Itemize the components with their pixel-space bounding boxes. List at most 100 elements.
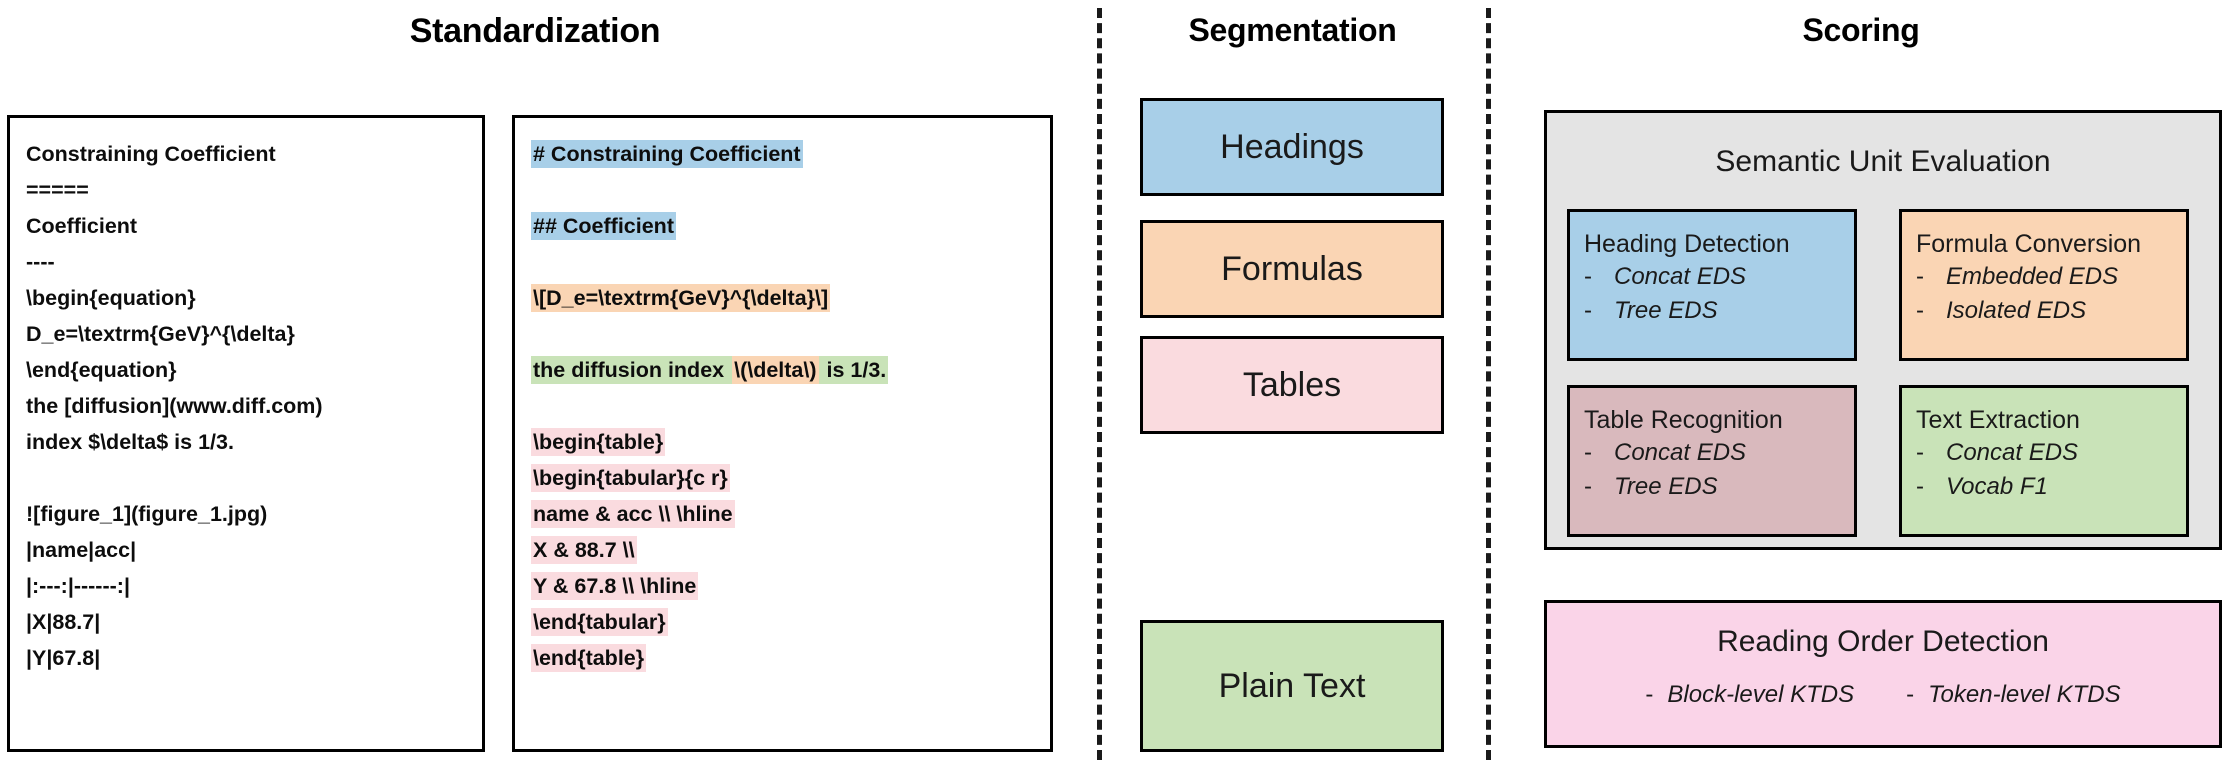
column-title-standardization: Standardization	[409, 12, 661, 50]
raw-document-text: Constraining Coefficient ===== Coefficient…	[10, 118, 482, 676]
score-card-bullet: - Concat EDS	[1584, 436, 1854, 470]
score-card-bullet: - Tree EDS	[1584, 294, 1854, 328]
markdown-line: the diffusion index \(\delta\) is 1/3.	[531, 352, 1050, 388]
score-card-table-recognition[interactable]: Table Recognition - Concat EDS - Tree ED…	[1567, 385, 1857, 537]
markdown-segment-table: \end{table}	[531, 644, 647, 672]
markdown-segment-heading: # Constraining Coefficient	[531, 140, 803, 168]
raw-line: |:---:|------:|	[26, 574, 130, 598]
score-card-bullet: - Concat EDS	[1584, 260, 1854, 294]
markdown-line: \begin{tabular}{c r}	[531, 460, 1050, 496]
markdown-line	[531, 316, 1050, 352]
raw-line: \end{equation}	[26, 358, 177, 382]
raw-line: |X|88.7|	[26, 610, 101, 634]
segmentation-box-formulas[interactable]: Formulas	[1140, 220, 1444, 318]
reading-order-detection-card[interactable]: Reading Order Detection -Block-level KTD…	[1544, 600, 2222, 748]
raw-line: \begin{equation}	[26, 286, 196, 310]
score-card-bullet-label: Vocab F1	[1946, 473, 2048, 500]
segmentation-label-plain-text: Plain Text	[1218, 666, 1366, 705]
score-card-bullet-label: Concat EDS	[1614, 439, 1747, 466]
segmentation-label-tables: Tables	[1242, 365, 1342, 404]
reading-order-bullet-label: Token-level KTDS	[1928, 681, 2121, 708]
raw-line: =====	[26, 178, 89, 202]
column-title-segmentation: Segmentation	[1188, 12, 1397, 48]
score-card-bullet-label: Isolated EDS	[1946, 297, 2087, 324]
score-card-bullet-label: Tree EDS	[1614, 297, 1718, 324]
raw-line: Coefficient	[26, 214, 138, 238]
bullet-dash-icon: -	[1916, 263, 1924, 290]
segmentation-box-headings[interactable]: Headings	[1140, 98, 1444, 196]
markdown-line	[531, 244, 1050, 280]
markdown-line: Y & 67.8 \\ \hline	[531, 568, 1050, 604]
markdown-segment-table: name & acc \\ \hline	[531, 500, 735, 528]
segmentation-box-plain-text[interactable]: Plain Text	[1140, 620, 1444, 752]
markdown-line: \[D_e=\textrm{GeV}^{\delta}\]	[531, 280, 1050, 316]
bullet-dash-icon: -	[1584, 439, 1592, 466]
score-card-heading-detection[interactable]: Heading Detection - Concat EDS - Tree ED…	[1567, 209, 1857, 361]
score-card-bullet: - Concat EDS	[1916, 436, 2186, 470]
markdown-line: \begin{table}	[531, 424, 1050, 460]
raw-document-panel: Constraining Coefficient ===== Coefficient…	[7, 115, 485, 752]
markdown-line: \end{table}	[531, 640, 1050, 676]
markdown-line	[531, 388, 1050, 424]
markdown-line: \end{tabular}	[531, 604, 1050, 640]
semantic-unit-evaluation-title: Semantic Unit Evaluation	[1715, 145, 2051, 178]
score-card-title: Formula Conversion	[1916, 230, 2142, 258]
segmentation-label-headings: Headings	[1220, 127, 1364, 166]
column-divider-left	[1097, 8, 1102, 760]
raw-line: ----	[26, 250, 55, 274]
markdown-segment-formula: \(\delta\)	[732, 356, 819, 384]
bullet-dash-icon: -	[1645, 681, 1654, 708]
raw-line: index $\delta$ is 1/3.	[26, 430, 234, 454]
markdown-segment-table: \end{tabular}	[531, 608, 668, 636]
markdown-line	[531, 172, 1050, 208]
markdown-segment-table: X & 88.7 \\	[531, 536, 637, 564]
standardized-markdown-panel: # Constraining Coefficient ## Coefficien…	[512, 115, 1053, 752]
markdown-segment-text: the diffusion index	[531, 356, 733, 384]
semantic-unit-evaluation-group: Semantic Unit Evaluation Heading Detecti…	[1544, 110, 2222, 550]
bullet-dash-icon: -	[1584, 473, 1592, 500]
segmentation-box-tables[interactable]: Tables	[1140, 336, 1444, 434]
bullet-dash-icon: -	[1916, 297, 1924, 324]
raw-line	[26, 460, 482, 496]
raw-line: the [diffusion](www.diff.com)	[26, 394, 323, 418]
score-card-bullet-label: Concat EDS	[1946, 439, 2079, 466]
score-card-bullet-label: Tree EDS	[1614, 473, 1718, 500]
reading-order-bullet-label: Block-level KTDS	[1667, 681, 1855, 708]
markdown-line: ## Coefficient	[531, 208, 1050, 244]
markdown-line: name & acc \\ \hline	[531, 496, 1050, 532]
reading-order-bullet: -Token-level KTDS	[1906, 681, 2121, 709]
raw-line: |name|acc|	[26, 538, 137, 562]
score-card-bullet: - Embedded EDS	[1916, 260, 2186, 294]
score-card-text-extraction[interactable]: Text Extraction - Concat EDS - Vocab F1	[1899, 385, 2189, 537]
reading-order-bullet: -Block-level KTDS	[1645, 681, 1854, 709]
score-card-formula-conversion[interactable]: Formula Conversion - Embedded EDS - Isol…	[1899, 209, 2189, 361]
column-divider-right	[1486, 8, 1491, 760]
raw-line: |Y|67.8|	[26, 646, 101, 670]
score-card-bullet-label: Embedded EDS	[1946, 263, 2119, 290]
bullet-dash-icon: -	[1584, 297, 1592, 324]
bullet-dash-icon: -	[1916, 439, 1924, 466]
reading-order-title: Reading Order Detection	[1717, 625, 2049, 658]
score-card-bullet: - Tree EDS	[1584, 470, 1854, 504]
markdown-segment-table: \begin{tabular}{c r}	[531, 464, 730, 492]
raw-line: D_e=\textrm{GeV}^{\delta}	[26, 322, 295, 346]
markdown-segment-table: Y & 67.8 \\ \hline	[531, 572, 699, 600]
score-card-title: Heading Detection	[1584, 230, 1790, 258]
segmentation-label-formulas: Formulas	[1221, 249, 1363, 288]
column-title-scoring: Scoring	[1802, 12, 1920, 48]
bullet-dash-icon: -	[1906, 681, 1915, 708]
markdown-segment-table: \begin{table}	[531, 428, 666, 456]
markdown-line: # Constraining Coefficient	[531, 136, 1050, 172]
score-card-title: Text Extraction	[1916, 406, 2080, 434]
standardized-markdown-text: # Constraining Coefficient ## Coefficien…	[515, 118, 1050, 676]
markdown-segment-formula: \[D_e=\textrm{GeV}^{\delta}\]	[531, 284, 831, 312]
bullet-dash-icon: -	[1584, 263, 1592, 290]
score-card-title: Table Recognition	[1584, 406, 1783, 434]
score-card-bullet-label: Concat EDS	[1614, 263, 1747, 290]
raw-line: ![figure_1](figure_1.jpg)	[26, 502, 268, 526]
bullet-dash-icon: -	[1916, 473, 1924, 500]
raw-line: Constraining Coefficient	[26, 142, 276, 166]
markdown-segment-text: is 1/3.	[818, 356, 889, 384]
reading-order-bullets: -Block-level KTDS -Token-level KTDS	[1547, 681, 2219, 709]
markdown-segment-heading: ## Coefficient	[531, 212, 676, 240]
